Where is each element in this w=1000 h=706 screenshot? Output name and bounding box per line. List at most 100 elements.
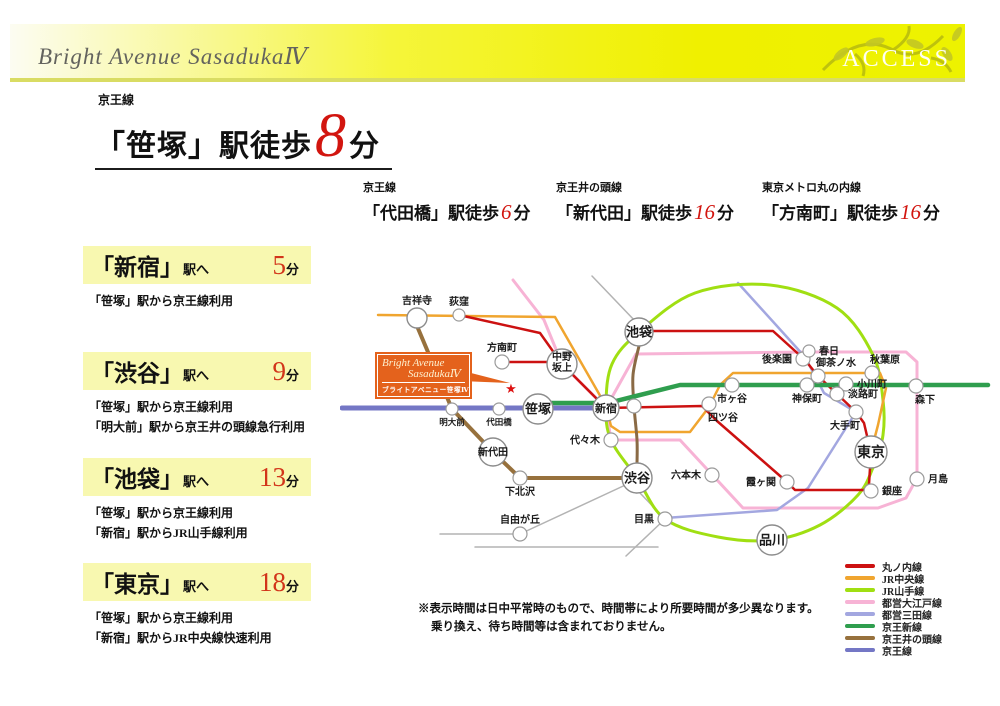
- destination-note: 「新宿」駅からJR山手線利用: [89, 526, 248, 540]
- destination-unit: 分: [285, 578, 299, 594]
- route-map: ★吉祥寺荻窪方南町中野坂上池袋新宿笹塚明大前代田橋代々木新代田下北沢渋谷自由が丘…: [339, 260, 1000, 660]
- station-label: 神保町: [792, 392, 822, 405]
- destination-name: 「池袋」: [91, 467, 183, 492]
- line-gray-toyoko: [439, 480, 635, 535]
- station-label: 渋谷: [624, 471, 651, 486]
- station-淡路町: 淡路町: [829, 386, 878, 402]
- hero-minutes-unit: 分: [349, 130, 380, 163]
- brand-title: Bright Avenue SasadukaⅣ: [38, 44, 309, 69]
- station-label: 大手町: [830, 419, 860, 432]
- legend-line-swatch: [845, 564, 875, 568]
- legend-line-label: JR中央線: [882, 574, 925, 586]
- legend-row: 都営三田線: [845, 608, 942, 622]
- property-marker-box: Bright Avenue SasadukaⅣ ブライトアベニュー笹塚Ⅳ: [375, 352, 472, 399]
- station-label: 市ヶ谷: [717, 392, 748, 405]
- station-label: 吉祥寺: [402, 294, 432, 307]
- station-銀座: 銀座: [863, 483, 902, 499]
- station-label: 御茶ノ水: [815, 356, 857, 369]
- destination-suffix: 駅へ: [183, 367, 210, 383]
- station-大手町: 大手町: [830, 404, 864, 432]
- station-小川町: 小川町: [838, 376, 887, 392]
- legend-row: JR山手線: [845, 584, 942, 598]
- station-label: 銀座: [882, 485, 902, 498]
- destination-minutes: 13: [258, 461, 286, 492]
- station-label: 淡路町: [848, 388, 878, 401]
- destination-note: 「新宿」駅からJR中央線快速利用: [89, 631, 272, 645]
- station-目黒: 目黒: [634, 511, 673, 527]
- station-市ヶ谷: 市ヶ谷: [717, 377, 748, 405]
- station-方南町: 方南町: [487, 341, 517, 370]
- station-label: 月島: [927, 473, 948, 486]
- destination-unit: 分: [285, 473, 299, 489]
- station-label: 目黒: [634, 514, 654, 526]
- sub-access-minutes: 16: [900, 200, 921, 224]
- sub-access-honancho: 東京メトロ丸の内線 「方南町」駅徒歩 16 分: [762, 179, 940, 225]
- station-春日: 春日: [802, 344, 839, 358]
- station-自由が丘: 自由が丘: [500, 513, 540, 542]
- page-title: ACCESS: [842, 46, 951, 72]
- destination-note: 「笹塚」駅から京王線利用: [89, 294, 234, 308]
- hero-underline: [95, 168, 392, 170]
- legend-line-swatch: [845, 600, 875, 604]
- property-star-icon: ★: [505, 381, 517, 396]
- station-明大前: 明大前: [439, 402, 465, 427]
- hero-minutes: 8: [315, 102, 346, 170]
- legend-row: 京王新線: [845, 620, 942, 634]
- station-label: 後楽園: [762, 353, 792, 366]
- sub-access-line: 東京メトロ丸の内線: [762, 182, 861, 194]
- map-disclaimer-line: ※表示時間は日中平常時のもので、時間帯により所要時間が多少異なります。: [418, 603, 819, 615]
- station-中野坂上: 中野坂上: [546, 348, 578, 380]
- property-name-en: Bright Avenue: [382, 357, 445, 369]
- line-keio-new: [535, 382, 991, 406]
- destination-note: 「笹塚」駅から京王線利用: [89, 611, 234, 625]
- station-label: 明大前: [439, 417, 465, 427]
- line-gray-seibu: [591, 275, 637, 323]
- sub-access-line: 京王井の頭線: [556, 182, 622, 194]
- legend-line-swatch: [845, 636, 875, 640]
- station-label: 新宿: [595, 401, 617, 415]
- legend-line-swatch: [845, 576, 875, 580]
- station-六本木: 六本木: [671, 467, 720, 483]
- station-後楽園: 後楽園: [762, 351, 811, 367]
- station-霞ヶ関: 霞ヶ関: [746, 474, 795, 490]
- sub-access-text: 「代田橋」駅徒歩: [363, 204, 499, 223]
- station-新代田: 新代田: [478, 437, 508, 467]
- leaf-ornament-icon: [821, 25, 963, 77]
- legend-row: 京王井の頭線: [845, 632, 942, 646]
- station-東京: 東京: [854, 435, 888, 469]
- destination-name: 「新宿」: [91, 255, 183, 280]
- legend-line-swatch: [845, 612, 875, 616]
- station-label: 代田橋: [485, 417, 512, 427]
- sub-access-unit: 分: [923, 204, 940, 223]
- destination-unit: 分: [285, 261, 299, 277]
- legend-line-label: 京王井の頭線: [882, 634, 942, 646]
- station-笹塚: 笹塚: [522, 393, 554, 425]
- station-代々木: 代々木: [569, 432, 619, 448]
- legend-line-swatch: [845, 588, 875, 592]
- station-label: 東京: [857, 444, 885, 461]
- legend-line-label: JR山手線: [882, 586, 925, 598]
- hero-station-text: 「笹塚」駅徒歩: [95, 130, 312, 163]
- legend-line-label: 都営大江戸線: [882, 598, 942, 610]
- sub-access-unit: 分: [513, 204, 531, 223]
- legend-line-swatch: [845, 648, 875, 652]
- destination-notes: 「笹塚」駅から京王線利用 「新宿」駅からJR山手線利用: [83, 503, 343, 543]
- destination-suffix: 駅へ: [183, 578, 210, 594]
- property-name-en: SasadukaⅣ: [407, 368, 461, 380]
- station-label: 六本木: [671, 469, 702, 482]
- hero-access: 京王線 「笹塚」駅徒歩 8 分: [95, 91, 392, 170]
- station-label: 小川町: [856, 378, 887, 391]
- station-神保町: 神保町: [792, 377, 822, 405]
- map-disclaimer-line: 乗り換え、待ち時間等は含まれておりません。: [431, 621, 672, 633]
- destination-notes: 「笹塚」駅から京王線利用 「明大前」駅から京王井の頭線急行利用: [83, 397, 343, 437]
- station-御茶ノ水: 御茶ノ水: [810, 356, 857, 384]
- sub-access-daitabashi: 京王線 「代田橋」駅徒歩 6 分: [363, 179, 531, 225]
- route-map-canvas: ★吉祥寺荻窪方南町中野坂上池袋新宿笹塚明大前代田橋代々木新代田下北沢渋谷自由が丘…: [339, 275, 991, 557]
- sub-access-text: 「新代田」駅徒歩: [556, 204, 692, 223]
- destination-minutes: 9: [272, 355, 286, 386]
